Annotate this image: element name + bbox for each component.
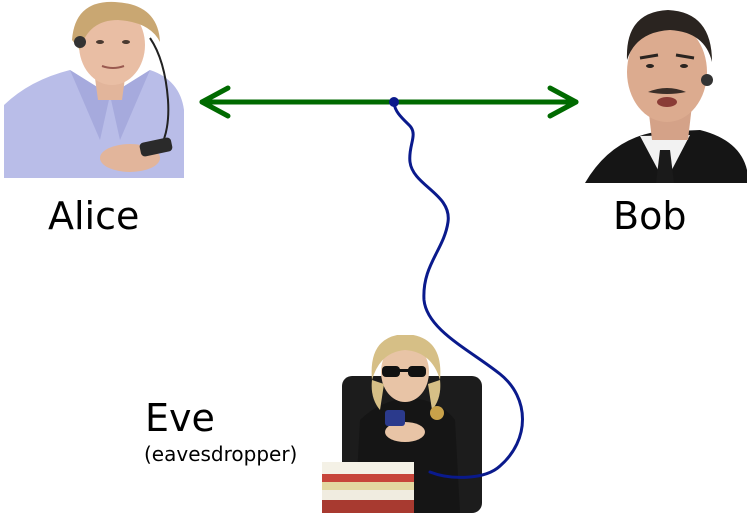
alice-label: Alice <box>48 194 140 238</box>
eve-portrait <box>320 335 490 513</box>
tap-point <box>389 97 399 107</box>
bob-label: Bob <box>613 194 687 238</box>
bob-portrait <box>585 8 747 183</box>
wiretap <box>389 97 524 479</box>
wiretap-cable <box>392 101 524 479</box>
eve-role-label: (eavesdropper) <box>144 442 298 466</box>
channel-arrowhead-right <box>547 85 579 119</box>
eve-label: Eve <box>145 396 215 440</box>
alice-portrait <box>4 0 184 178</box>
channel-arrowhead-left <box>199 85 231 119</box>
